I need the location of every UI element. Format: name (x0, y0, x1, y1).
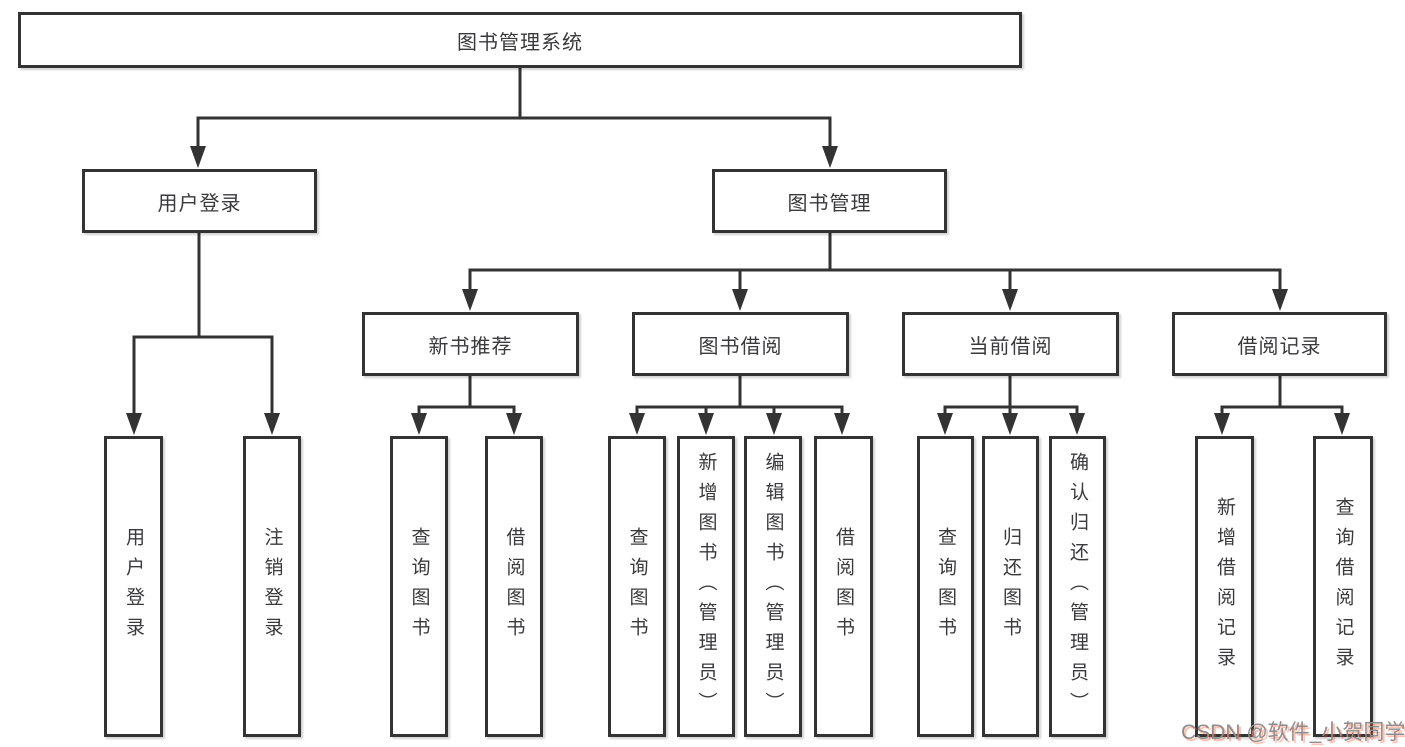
node-label: 借阅图书 (503, 526, 525, 647)
node-label: 编辑图书（管理员） (762, 451, 784, 722)
leaf-logout-login: 注销登录 (243, 436, 301, 737)
node-label: 借阅记录 (1237, 335, 1322, 358)
leaf-query-books-borrow: 查询图书 (608, 436, 666, 737)
node-label: 借阅图书 (833, 526, 854, 647)
node-label: 用户登录 (123, 526, 144, 647)
node-new-book-recommendation: 新书推荐 (362, 312, 579, 376)
leaf-borrow-books: 借阅图书 (814, 436, 873, 737)
leaf-add-books-admin: 新增图书（管理员） (677, 436, 735, 737)
node-label: 查询图书 (935, 526, 956, 647)
node-label: 图书管理系统 (457, 31, 583, 54)
node-current-borrowing: 当前借阅 (902, 312, 1119, 376)
node-library-management-system: 图书管理系统 (18, 12, 1022, 68)
node-borrowing-records: 借阅记录 (1172, 312, 1387, 376)
node-label: 查询图书 (408, 526, 430, 647)
node-label: 新增借阅记录 (1214, 496, 1235, 677)
node-label: 当前借阅 (968, 335, 1053, 358)
node-label: 查询借阅记录 (1332, 496, 1354, 677)
node-label: 注销登录 (261, 526, 283, 647)
leaf-return-books: 归还图书 (982, 436, 1039, 737)
leaf-user-login: 用户登录 (104, 436, 163, 737)
node-user-login: 用户登录 (82, 169, 317, 233)
node-label: 新增图书（管理员） (695, 451, 717, 722)
leaf-borrow-books-recommend: 借阅图书 (485, 436, 543, 737)
leaf-query-books-recommend: 查询图书 (390, 436, 448, 737)
node-label: 图书管理 (787, 192, 872, 215)
node-label: 图书借阅 (698, 335, 783, 358)
csdn-watermark: CSDN @软件_小贺同学 (1181, 721, 1405, 744)
leaf-add-borrow-record: 新增借阅记录 (1195, 436, 1254, 737)
node-label: 新书推荐 (428, 335, 513, 358)
node-label: 用户登录 (157, 192, 242, 215)
leaf-query-books-current: 查询图书 (917, 436, 974, 737)
node-book-management: 图书管理 (712, 169, 947, 233)
node-book-borrowing: 图书借阅 (632, 312, 849, 376)
node-label: 确认归还（管理员） (1067, 451, 1088, 722)
node-label: 归还图书 (1000, 526, 1021, 647)
leaf-query-borrow-record: 查询借阅记录 (1313, 436, 1373, 737)
leaf-confirm-return-admin: 确认归还（管理员） (1049, 436, 1106, 737)
leaf-edit-books-admin: 编辑图书（管理员） (744, 436, 802, 737)
node-label: 查询图书 (626, 526, 648, 647)
